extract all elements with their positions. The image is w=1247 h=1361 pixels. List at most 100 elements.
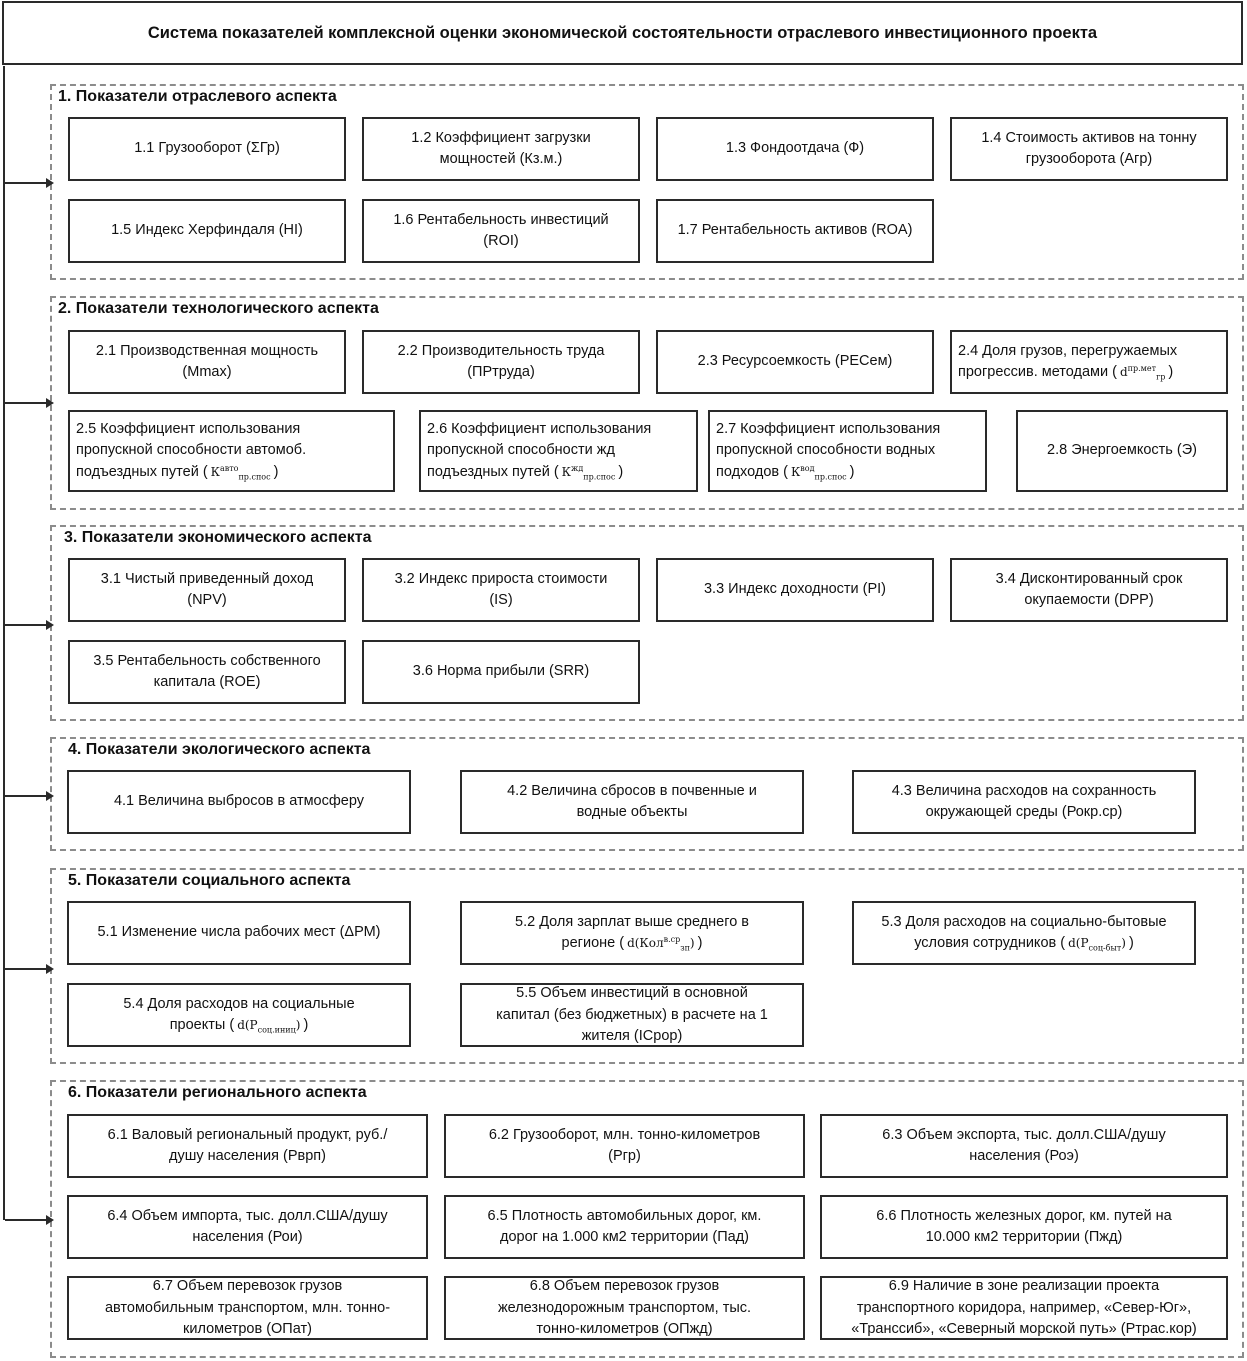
formula-subscript: пр.спос bbox=[814, 471, 847, 481]
indicator-text: 5.1 Изменение числа рабочих мест (ΔРМ) bbox=[97, 922, 380, 943]
indicator-line: подъездных путей ( bbox=[427, 463, 559, 480]
indicator-line: тонно-километров (ОПжд) bbox=[536, 1320, 713, 1337]
indicator-text: 2.1 Производственная мощность (Mmax) bbox=[96, 341, 318, 383]
indicator-box-3-1: 3.1 Чистый приведенный доход(NPV) bbox=[68, 558, 346, 622]
indicator-line: 5.3 Доля расходов на социально-бытовые bbox=[881, 913, 1167, 930]
indicator-box-1-5: 1.5 Индекс Херфиндаля (HI) bbox=[68, 199, 346, 263]
indicator-line: 6.5 Плотность автомобильных дорог, км. bbox=[487, 1207, 762, 1224]
section-title: 6. Показатели регионального аспекта bbox=[68, 1084, 367, 1101]
indicator-line: 2.1 Производственная мощность bbox=[95, 342, 319, 359]
indicator-line: 3.2 Индекс прироста стоимости bbox=[394, 570, 608, 587]
indicator-text: 4.1 Величина выбросов в атмосферу bbox=[114, 791, 364, 812]
formula-subscript: гр bbox=[1156, 372, 1166, 382]
indicator-text: 1.7 Рентабельность активов (ROA) bbox=[678, 220, 913, 241]
diagram-title: Система показателей комплексной оценки э… bbox=[2, 1, 1243, 65]
formula-base: d(Кол bbox=[627, 936, 664, 950]
indicator-box-2-4: 2.4 Доля грузов, перегружаемых прогрессив… bbox=[950, 330, 1228, 394]
connector-arrow bbox=[5, 964, 54, 974]
formula-subscript: пр.спос bbox=[238, 471, 271, 481]
section-title: 5. Показатели социального аспекта bbox=[68, 872, 351, 889]
connector-arrow bbox=[5, 791, 54, 801]
indicator-tail: ) bbox=[1128, 935, 1134, 951]
indicator-box-2-6: 2.6 Коэффициент использования пропускной … bbox=[419, 410, 698, 492]
indicator-text: 6.5 Плотность автомобильных дорог, км. до… bbox=[488, 1206, 762, 1248]
indicator-line: 2.6 Коэффициент использования bbox=[427, 421, 652, 438]
indicator-box-2-2: 2.2 Производительность труда(ПРтруда) bbox=[362, 330, 640, 394]
indicator-line: транспортного коридора, например, «Север… bbox=[856, 1299, 1192, 1316]
indicator-text: 3.2 Индекс прироста стоимости(IS) bbox=[395, 569, 608, 611]
indicator-line: проекты ( bbox=[169, 1017, 235, 1033]
connector-arrow bbox=[5, 398, 54, 408]
indicator-line: пропускной способности жд bbox=[427, 442, 615, 459]
indicator-text: 6.1 Валовый региональный продукт, руб./ д… bbox=[108, 1125, 388, 1167]
formula-base: d(Р bbox=[237, 1018, 258, 1032]
indicator-line: 3.4 Дисконтированный срок bbox=[995, 570, 1183, 587]
indicator-line: 6.1 Валовый региональный продукт, руб./ bbox=[107, 1126, 388, 1143]
section-title: 3. Показатели экономического аспекта bbox=[64, 529, 372, 546]
indicator-line: подъездных путей ( bbox=[76, 463, 208, 480]
indicator-tail: ) bbox=[697, 935, 703, 951]
indicator-line: 6.8 Объем перевозок грузов bbox=[529, 1278, 720, 1295]
indicator-line: капитал (без бюджетных) в расчете на 1 bbox=[496, 1006, 768, 1023]
indicator-line: 5.2 Доля зарплат выше среднего в bbox=[515, 913, 749, 930]
indicator-line: пропускной способности водных bbox=[716, 442, 936, 459]
indicator-line: прогрессив. методами ( bbox=[958, 364, 1117, 380]
indicator-box-6-1: 6.1 Валовый региональный продукт, руб./ д… bbox=[67, 1114, 428, 1178]
indicator-text: 3.1 Чистый приведенный доход(NPV) bbox=[101, 569, 313, 611]
formula-close: ) bbox=[1121, 936, 1126, 950]
indicator-line: 6.9 Наличие в зоне реализации проекта bbox=[888, 1278, 1160, 1295]
indicator-line: 1.2 Коэффициент загрузки bbox=[411, 129, 591, 146]
indicator-text: 1.5 Индекс Херфиндаля (HI) bbox=[111, 220, 303, 241]
indicator-line: дорог на 1.000 км2 территории (Пад) bbox=[499, 1229, 749, 1245]
formula-subscript: соц-быт bbox=[1088, 943, 1122, 953]
indicator-line: 5.1 Изменение числа рабочих мест (ΔРМ) bbox=[97, 924, 381, 941]
formula-superscript: жд bbox=[570, 463, 584, 473]
indicator-line: душу населения (Рврп) bbox=[168, 1148, 326, 1164]
indicator-text: 6.2 Грузооборот, млн. тонно-километров(Р… bbox=[489, 1125, 760, 1167]
indicator-tail: ) bbox=[303, 1017, 309, 1033]
indicator-line: 4.1 Величина выбросов в атмосферу bbox=[113, 793, 365, 810]
indicator-line: населения (Рои) bbox=[192, 1229, 303, 1245]
indicator-line: 4.2 Величина сбросов в почвенные и bbox=[507, 782, 757, 799]
indicator-line: 6.7 Объем перевозок грузов bbox=[152, 1278, 343, 1295]
indicator-tail: ) bbox=[849, 463, 855, 480]
formula-base: d bbox=[1119, 365, 1128, 379]
indicator-box-1-7: 1.7 Рентабельность активов (ROA) bbox=[656, 199, 934, 263]
formula-base: К bbox=[210, 464, 220, 479]
formula-superscript: авто bbox=[219, 463, 239, 473]
indicator-text: 1.6 Рентабельность инвестиций(ROI) bbox=[393, 210, 608, 252]
indicator-box-3-3: 3.3 Индекс доходности (PI) bbox=[656, 558, 934, 622]
indicator-line: капитала (ROE) bbox=[153, 674, 261, 690]
indicator-line: (ROI) bbox=[483, 233, 519, 249]
indicator-line: 2.4 Доля грузов, перегружаемых bbox=[958, 342, 1178, 359]
indicator-line: 3.3 Индекс доходности (PI) bbox=[703, 581, 887, 598]
indicator-line: (ПРтруда) bbox=[467, 364, 535, 380]
indicator-box-1-3: 1.3 Фондоотдача (Ф) bbox=[656, 117, 934, 181]
indicator-line: 6.2 Грузооборот, млн. тонно-километров bbox=[488, 1126, 761, 1143]
indicator-text: 2.3 Ресурсоемкость (РЕСем) bbox=[698, 351, 893, 372]
indicator-box-6-5: 6.5 Плотность автомобильных дорог, км. до… bbox=[444, 1195, 805, 1259]
indicator-line: (Mmax) bbox=[182, 364, 232, 380]
indicator-line: 6.3 Объем экспорта, тыс. долл.США/душу bbox=[882, 1126, 1166, 1143]
indicator-line: 1.1 Грузооборот (ΣГр) bbox=[134, 140, 280, 157]
formula-base: К bbox=[561, 464, 571, 479]
indicator-box-2-1: 2.1 Производственная мощность (Mmax) bbox=[68, 330, 346, 394]
indicator-text: 3.6 Норма прибыли (SRR) bbox=[413, 661, 589, 682]
connector-arrow bbox=[5, 1215, 54, 1225]
formula-symbol: Кждпр.спос bbox=[562, 463, 616, 483]
